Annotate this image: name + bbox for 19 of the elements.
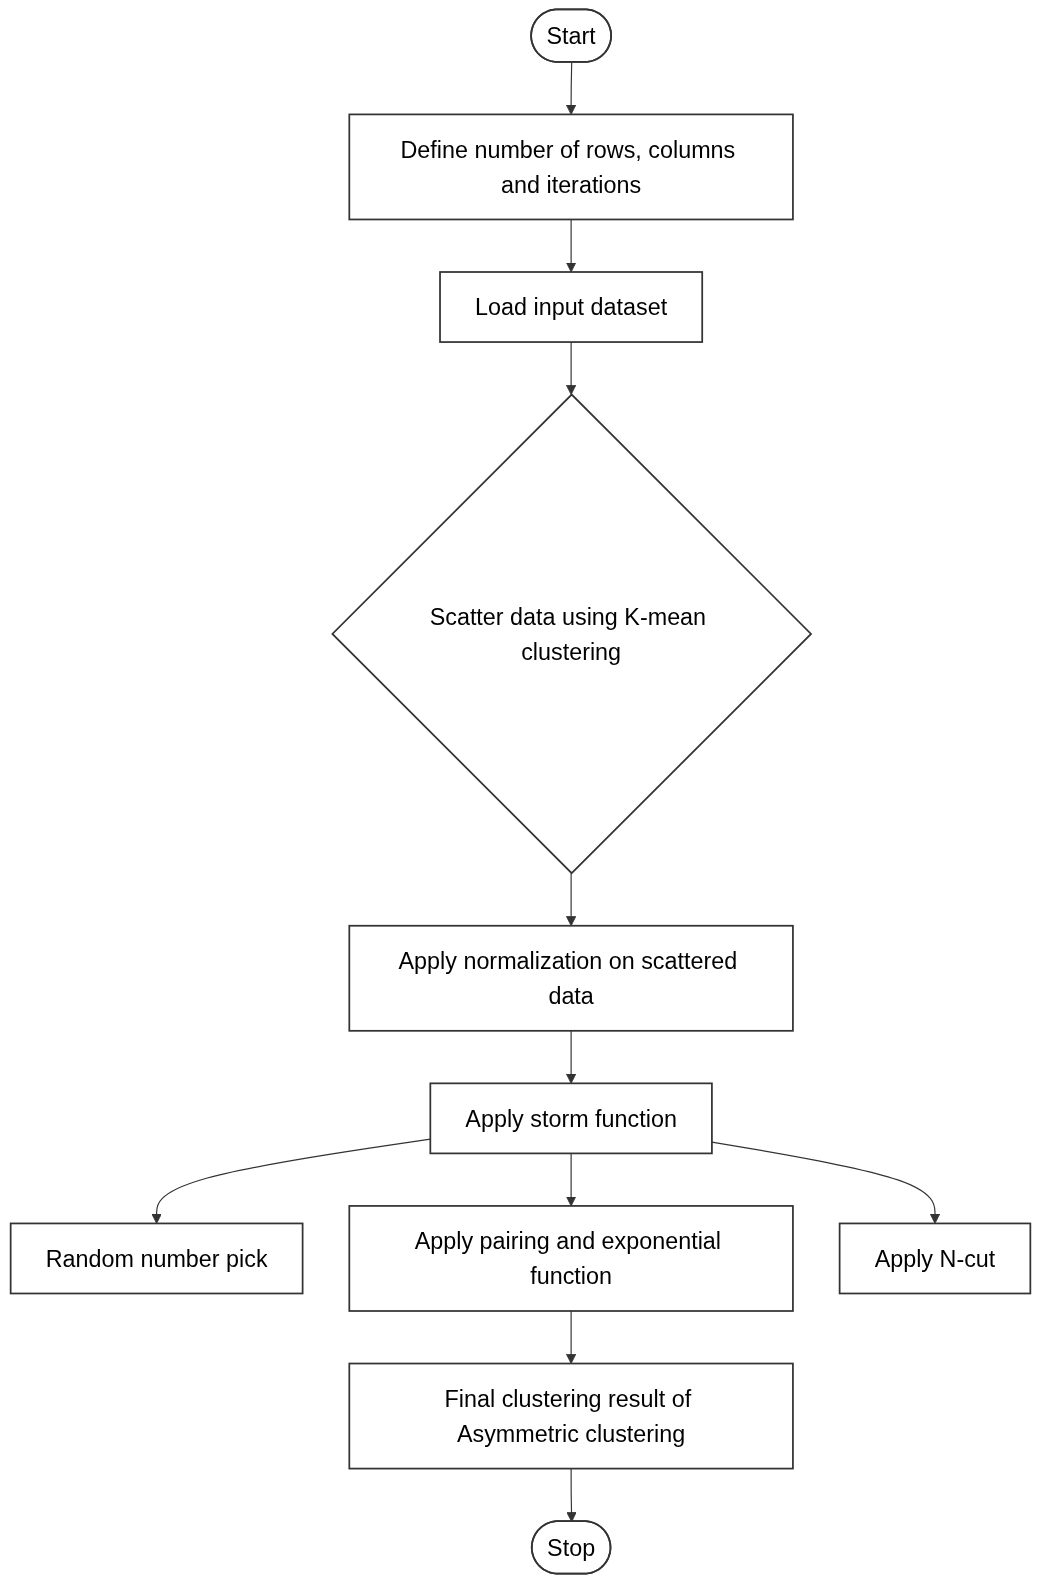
node-box: Apply N-cut — [838, 1222, 1032, 1295]
arrow — [711, 1141, 941, 1224]
node-diamond: Scatter data using K-mean clustering — [331, 393, 813, 875]
arrow — [566, 61, 577, 115]
node-box: Apply normalization on scattered data — [348, 924, 794, 1032]
arrow — [566, 341, 577, 396]
node-box: Load input dataset — [439, 271, 704, 343]
arrow — [566, 1152, 577, 1207]
node-box: Define number of rows, columns and iterations — [348, 113, 794, 221]
node-box: Random number pick — [9, 1222, 304, 1295]
node-box: Apply pairing and exponential function — [348, 1205, 794, 1312]
node-box: Apply storm function — [429, 1082, 713, 1155]
arrow — [566, 872, 577, 927]
arrow — [566, 1030, 577, 1084]
arrow — [566, 1310, 577, 1364]
arrow — [566, 218, 577, 273]
node-box: Final clustering result of Asymmetric clustering — [348, 1362, 794, 1470]
arrow — [566, 1468, 577, 1523]
arrow — [151, 1138, 431, 1224]
